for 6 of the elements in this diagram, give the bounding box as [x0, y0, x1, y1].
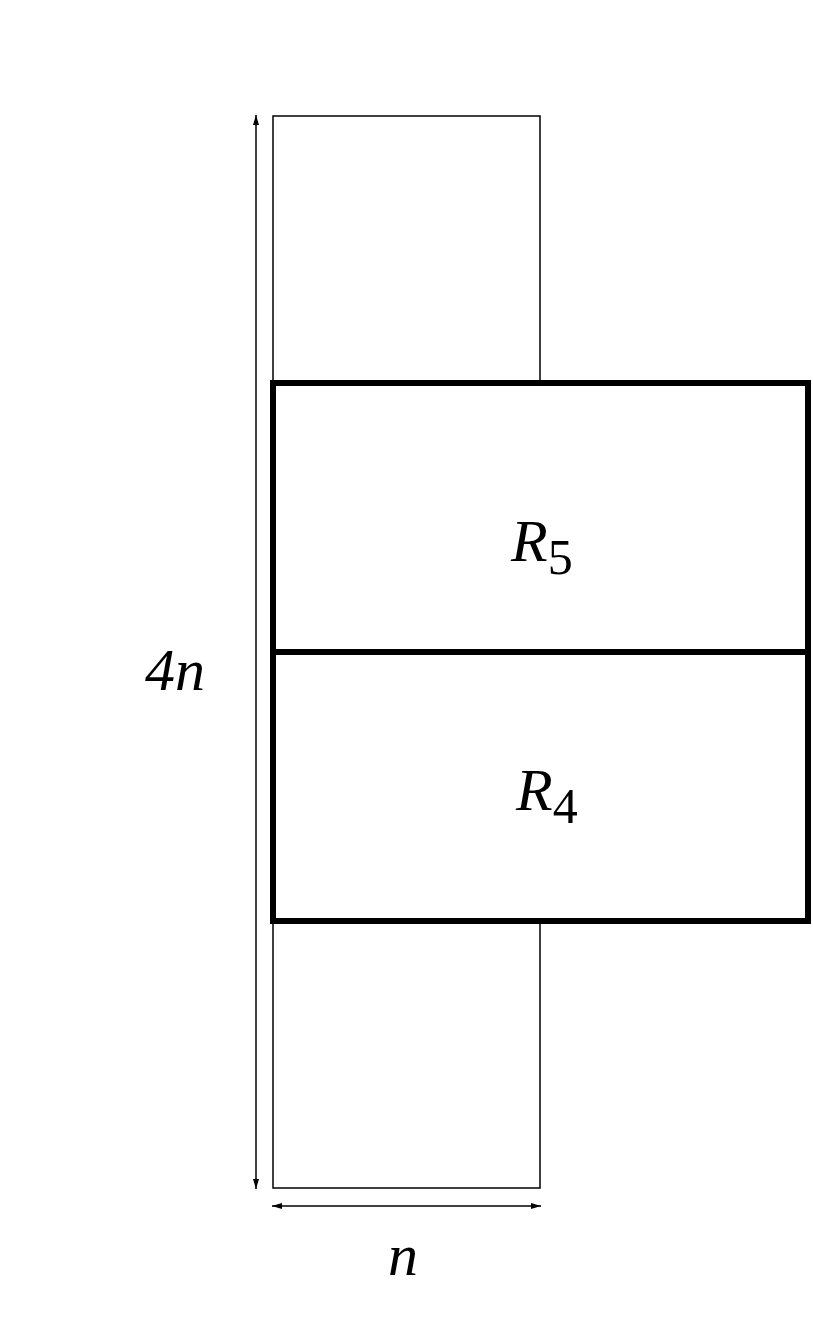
region-label: R$_{5}$ — [511, 511, 573, 582]
region-box — [270, 655, 811, 924]
dimension-label: 4n — [145, 640, 205, 700]
dimension-label: n — [388, 1225, 418, 1285]
region-box — [270, 380, 811, 655]
region-label: R$_{4}$ — [516, 760, 578, 831]
